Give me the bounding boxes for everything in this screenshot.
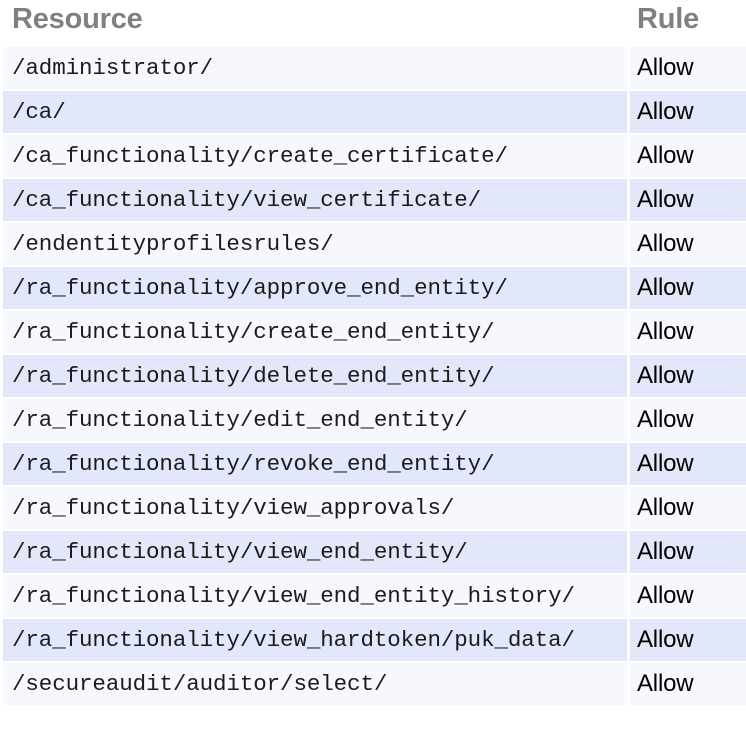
rule-cell: Allow (630, 135, 746, 177)
rule-cell: Allow (630, 355, 746, 397)
resource-cell: /ra_functionality/view_hardtoken/puk_dat… (3, 619, 627, 661)
rule-cell: Allow (630, 443, 746, 485)
rule-cell: Allow (630, 91, 746, 133)
resource-cell: /ra_functionality/view_approvals/ (3, 487, 627, 529)
table-row: /ra_functionality/delete_end_entity/Allo… (3, 355, 746, 397)
resource-cell: /secureaudit/auditor/select/ (3, 663, 627, 705)
resource-cell: /ra_functionality/view_end_entity/ (3, 531, 627, 573)
resource-cell: /ca_functionality/create_certificate/ (3, 135, 627, 177)
table-row: /ra_functionality/approve_end_entity/All… (3, 267, 746, 309)
table-row: /ca/Allow (3, 91, 746, 133)
rule-cell: Allow (630, 47, 746, 89)
table-header-row: Resource Rule (3, 2, 746, 45)
table-row: /ra_functionality/edit_end_entity/Allow (3, 399, 746, 441)
table-row: /ca_functionality/view_certificate/Allow (3, 179, 746, 221)
rule-cell: Allow (630, 179, 746, 221)
resource-cell: /ra_functionality/edit_end_entity/ (3, 399, 627, 441)
table-row: /ra_functionality/view_end_entity_histor… (3, 575, 746, 617)
resource-cell: /ca/ (3, 91, 627, 133)
table-row: /ra_functionality/create_end_entity/Allo… (3, 311, 746, 353)
resource-cell: /ra_functionality/view_end_entity_histor… (3, 575, 627, 617)
table-row: /ca_functionality/create_certificate/All… (3, 135, 746, 177)
table-row: /secureaudit/auditor/select/Allow (3, 663, 746, 705)
rule-cell: Allow (630, 487, 746, 529)
table-row: /administrator/Allow (3, 47, 746, 89)
resource-cell: /ra_functionality/revoke_end_entity/ (3, 443, 627, 485)
rule-cell: Allow (630, 619, 746, 661)
table-row: /ra_functionality/view_hardtoken/puk_dat… (3, 619, 746, 661)
rule-cell: Allow (630, 267, 746, 309)
table-row: /ra_functionality/revoke_end_entity/Allo… (3, 443, 746, 485)
table-row: /endentityprofilesrules/Allow (3, 223, 746, 265)
resource-cell: /ra_functionality/approve_end_entity/ (3, 267, 627, 309)
resource-cell: /administrator/ (3, 47, 627, 89)
table-row: /ra_functionality/view_approvals/Allow (3, 487, 746, 529)
access-rules-table: Resource Rule /administrator/Allow/ca/Al… (3, 2, 746, 705)
rule-cell: Allow (630, 575, 746, 617)
resource-cell: /ra_functionality/delete_end_entity/ (3, 355, 627, 397)
table-row: /ra_functionality/view_end_entity/Allow (3, 531, 746, 573)
table-body: /administrator/Allow/ca/Allow/ca_functio… (3, 47, 746, 705)
rule-cell: Allow (630, 311, 746, 353)
rule-cell: Allow (630, 223, 746, 265)
column-header-resource: Resource (3, 2, 627, 45)
column-header-rule: Rule (630, 2, 746, 45)
resource-cell: /ca_functionality/view_certificate/ (3, 179, 627, 221)
resource-cell: /ra_functionality/create_end_entity/ (3, 311, 627, 353)
rule-cell: Allow (630, 531, 746, 573)
rule-cell: Allow (630, 399, 746, 441)
table-header: Resource Rule (3, 2, 746, 45)
resource-cell: /endentityprofilesrules/ (3, 223, 627, 265)
rule-cell: Allow (630, 663, 746, 705)
